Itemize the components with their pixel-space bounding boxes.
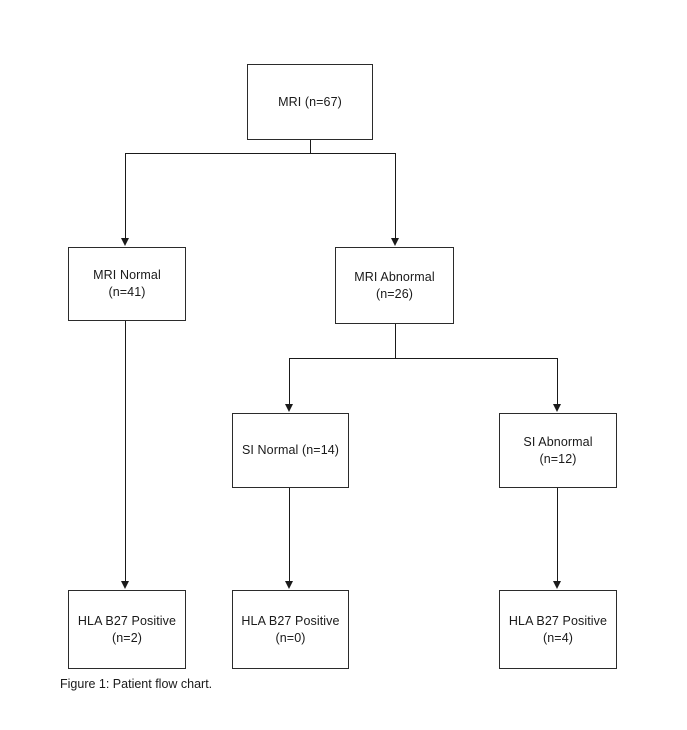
connector-mri-abnormal-to-si-abnormal: [557, 358, 558, 405]
node-mri-abnormal: MRI Abnormal (n=26): [335, 247, 454, 324]
node-hla-from-mri-normal: HLA B27 Positive (n=2): [68, 590, 186, 669]
connector-si-normal-to-hla: [289, 488, 290, 581]
arrowhead-mri-to-mri-normal: [121, 238, 129, 246]
arrowhead-si-abnormal-to-hla: [553, 581, 561, 589]
connector-mri-abnormal-stem: [395, 324, 396, 358]
node-hla-from-si-abnormal-label: HLA B27 Positive (n=4): [508, 613, 608, 645]
connector-mri-to-mri-abnormal: [395, 153, 396, 239]
connector-mri-abnormal-to-si-normal: [289, 358, 290, 405]
connector-mri-to-mri-normal: [125, 153, 126, 239]
connector-si-abnormal-to-hla: [557, 488, 558, 581]
arrowhead-mri-to-mri-abnormal: [391, 238, 399, 246]
node-si-normal: SI Normal (n=14): [232, 413, 349, 488]
arrowhead-mri-normal-to-hla: [121, 581, 129, 589]
node-si-normal-label: SI Normal (n=14): [241, 443, 340, 457]
figure-caption: Figure 1: Patient flow chart.: [60, 677, 213, 691]
connector-mri-stem: [310, 139, 311, 154]
node-mri-normal: MRI Normal (n=41): [68, 247, 186, 321]
node-hla-from-mri-normal-label: HLA B27 Positive (n=2): [77, 613, 177, 645]
node-si-abnormal: SI Abnormal (n=12): [499, 413, 617, 488]
node-si-abnormal-label: SI Abnormal (n=12): [523, 434, 593, 466]
node-hla-from-si-normal-label: HLA B27 Positive (n=0): [241, 613, 340, 645]
connector-mri-abnormal-split-bar: [289, 358, 558, 359]
node-mri-abnormal-label: MRI Abnormal (n=26): [354, 269, 435, 301]
connector-mri-normal-to-hla: [125, 321, 126, 581]
arrowhead-mri-abnormal-to-si-normal: [285, 404, 293, 412]
node-mri: MRI (n=67): [247, 64, 373, 140]
arrowhead-si-normal-to-hla: [285, 581, 293, 589]
node-hla-from-si-normal: HLA B27 Positive (n=0): [232, 590, 349, 669]
arrowhead-mri-abnormal-to-si-abnormal: [553, 404, 561, 412]
node-mri-label: MRI (n=67): [278, 94, 342, 109]
connector-mri-split-bar: [125, 153, 396, 154]
node-mri-normal-label: MRI Normal (n=41): [93, 268, 161, 299]
node-hla-from-si-abnormal: HLA B27 Positive (n=4): [499, 590, 617, 669]
